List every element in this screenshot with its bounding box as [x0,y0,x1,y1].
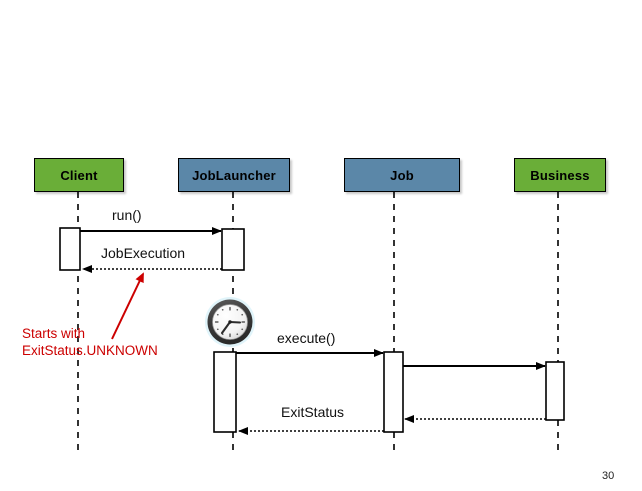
participant-label-business: Business [530,167,590,183]
annotation-leader-arrow [111,272,144,340]
activation-joblauncher-1 [221,228,245,271]
activation-joblauncher-2 [213,351,237,433]
participant-box-client[interactable]: Client [34,158,124,192]
message-label-exitstatus: ExitStatus [281,404,345,420]
activation-job-1 [383,351,404,433]
annotation-note-line1: Starts with [22,326,86,341]
clock-icon [205,297,255,347]
activation-business-1 [545,361,565,421]
message-arrows [80,227,546,435]
participant-box-job[interactable]: Job [344,158,460,192]
page-number: 30 [602,470,615,482]
activation-client-1 [59,227,81,271]
participant-label-client: Client [60,167,98,183]
annotation-note-line2: ExitStatus.UNKNOWN [22,343,158,358]
participant-label-job: Job [390,167,414,183]
activation-bars [59,227,565,433]
message-label-run: run() [112,207,142,223]
message-label-execute: execute() [277,330,336,346]
message-label-jobexecution: JobExecution [101,245,186,261]
participant-box-joblauncher[interactable]: JobLauncher [178,158,290,192]
participant-box-business[interactable]: Business [514,158,606,192]
participant-label-joblauncher: JobLauncher [192,167,276,183]
